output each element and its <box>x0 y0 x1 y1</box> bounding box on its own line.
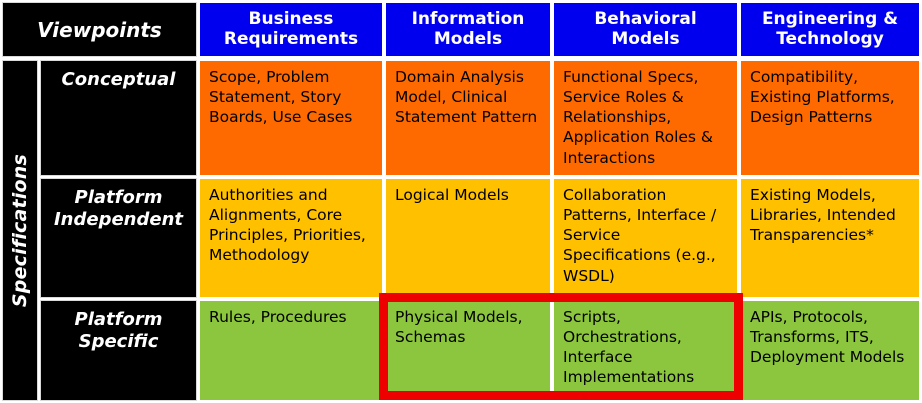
cell-platform-independent-engineering-technology: Existing Models, Libraries, Intended Tra… <box>740 178 920 298</box>
cell-text: APIs, Protocols, Transforms, ITS, Deploy… <box>750 308 905 367</box>
row-header-conceptual: Conceptual <box>40 60 197 176</box>
cell-platform-specific-engineering-technology: APIs, Protocols, Transforms, ITS, Deploy… <box>740 300 920 401</box>
cell-conceptual-information-models: Domain Analysis Model, Clinical Statemen… <box>385 60 551 176</box>
cell-conceptual-behavioral-models: Functional Specs, Service Roles & Relati… <box>553 60 738 176</box>
cell-text: Logical Models <box>395 186 509 204</box>
cell-conceptual-business-requirements: Scope, Problem Statement, Story Boards, … <box>199 60 383 176</box>
row-header-platform-independent: Platform Independent <box>40 178 197 298</box>
column-header-engineering-technology: Engineering & Technology <box>740 2 920 57</box>
specifications-label: Specifications <box>9 153 31 308</box>
cell-platform-independent-business-requirements: Authorities and Alignments, Core Princip… <box>199 178 383 298</box>
cell-platform-independent-information-models: Logical Models <box>385 178 551 298</box>
column-header-business-requirements: Business Requirements <box>199 2 383 57</box>
row-header-label: Platform Specific <box>74 309 163 352</box>
cell-platform-specific-business-requirements: Rules, Procedures <box>199 300 383 401</box>
viewpoints-label: Viewpoints <box>37 17 162 42</box>
cell-text: Functional Specs, Service Roles & Relati… <box>563 68 714 167</box>
row-header-platform-specific: Platform Specific <box>40 300 197 401</box>
cell-platform-specific-information-models: Physical Models, Schemas <box>385 300 551 401</box>
matrix-corner-header: Viewpoints <box>2 2 197 57</box>
specifications-side-label: Specifications <box>2 60 38 401</box>
column-header-label: Engineering & Technology <box>761 9 899 49</box>
cell-text: Rules, Procedures <box>209 308 347 326</box>
row-header-label: Conceptual <box>61 69 176 90</box>
cell-platform-specific-behavioral-models: Scripts, Orchestrations, Interface Imple… <box>553 300 738 401</box>
cell-text: Scripts, Orchestrations, Interface Imple… <box>563 308 695 387</box>
column-header-label: Business Requirements <box>223 9 359 49</box>
cell-platform-independent-behavioral-models: Collaboration Patterns, Interface / Serv… <box>553 178 738 298</box>
cell-text: Domain Analysis Model, Clinical Statemen… <box>395 68 538 127</box>
cell-text: Collaboration Patterns, Interface / Serv… <box>563 186 717 285</box>
cell-text: Compatibility, Existing Platforms, Desig… <box>750 68 895 127</box>
column-header-label: Behavioral Models <box>594 9 697 49</box>
column-header-label: Information Models <box>411 9 525 49</box>
cell-text: Existing Models, Libraries, Intended Tra… <box>750 186 896 245</box>
column-header-information-models: Information Models <box>385 2 551 57</box>
cell-text: Physical Models, Schemas <box>395 308 523 347</box>
column-header-behavioral-models: Behavioral Models <box>553 2 738 57</box>
cell-conceptual-engineering-technology: Compatibility, Existing Platforms, Desig… <box>740 60 920 176</box>
cell-text: Authorities and Alignments, Core Princip… <box>209 186 366 265</box>
row-header-label: Platform Independent <box>53 187 184 230</box>
cell-text: Scope, Problem Statement, Story Boards, … <box>209 68 353 127</box>
